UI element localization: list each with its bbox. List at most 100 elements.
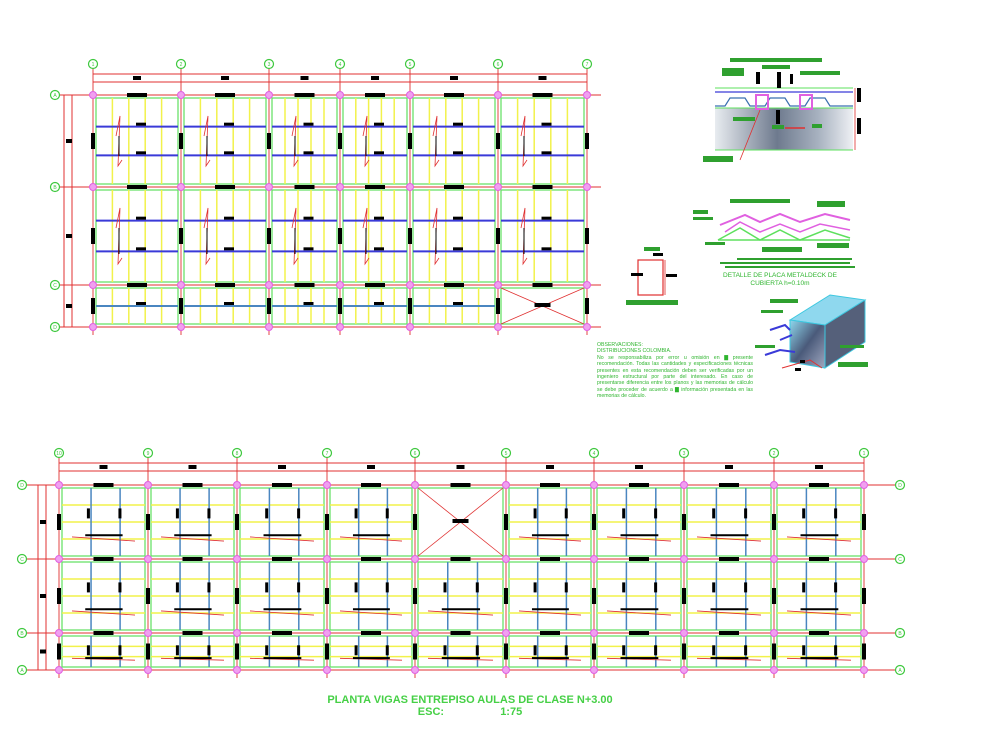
column-icon [411, 481, 419, 489]
column-beam-tag [772, 514, 776, 530]
column-icon [590, 666, 598, 674]
beam-tag [475, 645, 479, 656]
column-icon [406, 323, 414, 331]
beam-tag [453, 302, 463, 305]
beam-tag [541, 247, 552, 251]
main-beam-tag [719, 557, 739, 561]
main-beam-tag [361, 631, 381, 635]
axis-label: 6 [414, 451, 417, 457]
bay-outline [271, 97, 338, 185]
column-beam-tag [338, 228, 342, 244]
section-cut [606, 536, 672, 542]
beam-tag [352, 534, 390, 537]
axis-label: 3 [268, 62, 271, 68]
column-beam-tag [179, 228, 183, 244]
axis-label: 2 [180, 62, 183, 68]
axis-bubble-icon [16, 479, 28, 491]
bay-outline [508, 635, 592, 668]
main-beam-tag [365, 283, 385, 287]
column-beam-tag [585, 228, 589, 244]
column-beam-tag [325, 643, 329, 660]
axis-label: A [20, 668, 24, 674]
column-beam-tag [592, 514, 596, 530]
column-icon [494, 323, 502, 331]
column-icon [233, 481, 241, 489]
main-beam-tag [215, 93, 235, 97]
drawing-scale: ESC: 1:75 [300, 706, 640, 718]
axis-label: D [898, 483, 902, 489]
column-beam-tag [325, 588, 329, 604]
column-beam-tag [413, 643, 417, 660]
main-beam-tag [215, 185, 235, 189]
column-icon [144, 629, 152, 637]
column-beam-tag [57, 514, 61, 530]
dimension-tag [450, 76, 458, 80]
dimension-tag [371, 76, 379, 80]
column-beam-tag [413, 514, 417, 530]
column-beam-tag [325, 514, 329, 530]
dimension-tag [188, 465, 197, 469]
axis-bubble-icon [49, 181, 61, 193]
column-icon [89, 323, 97, 331]
dimension-tag [546, 465, 554, 469]
axis-bubble-icon [409, 447, 421, 459]
beam-tag [224, 122, 234, 126]
column-icon [177, 183, 185, 191]
drawing-title-block: PLANTA VIGAS ENTREPISO AULAS DE CLASE N+… [300, 694, 640, 718]
axis-label: 7 [586, 62, 589, 68]
column-icon [680, 629, 688, 637]
beam-tag [622, 508, 626, 519]
main-beam-tag [127, 93, 147, 97]
column-icon [770, 666, 778, 674]
column-icon [265, 323, 273, 331]
main-beam-tag [127, 283, 147, 287]
column-beam-tag [862, 514, 866, 530]
column-icon [233, 666, 241, 674]
beam-tag [263, 608, 302, 611]
column-beam-tag [408, 298, 412, 314]
beam-tag [385, 508, 389, 519]
beam-tag [441, 608, 481, 611]
beam-tag [354, 508, 358, 519]
column-beam-tag [146, 643, 150, 660]
section-cut [518, 657, 582, 661]
main-beam-tag [272, 631, 292, 635]
beam-tag [531, 608, 569, 611]
column-beam-tag [592, 643, 596, 660]
column-beam-tag [682, 588, 686, 604]
main-beam-tag [450, 483, 471, 487]
beam-tag [86, 645, 90, 656]
bay-outline [412, 97, 496, 185]
detail-label-bar [800, 71, 840, 75]
column-beam-tag [91, 133, 95, 149]
dimension-tag [815, 465, 823, 469]
section-cut [160, 657, 225, 661]
beam-tag [541, 122, 552, 126]
column-icon [265, 281, 273, 289]
column-beam-tag [413, 588, 417, 604]
main-beam-tag [93, 483, 114, 487]
beam-tag [297, 645, 301, 656]
main-beam-tag [182, 483, 203, 487]
beam-tag [118, 508, 122, 519]
beam-tag [374, 302, 384, 305]
axis-bubble-icon [49, 89, 61, 101]
beam-tag [802, 508, 806, 519]
bay-outline [776, 635, 862, 668]
main-beam-tag [444, 283, 464, 287]
beam-tag [802, 582, 806, 593]
beam-tag [175, 645, 179, 656]
beam-tag [802, 645, 806, 656]
axis-bubble-icon [581, 58, 593, 70]
main-beam-tag [450, 631, 471, 635]
section-cut [71, 536, 136, 542]
column-icon [55, 555, 63, 563]
detail-label-bar [730, 58, 822, 62]
column-beam-tag [496, 298, 500, 314]
beam-tag [175, 582, 179, 593]
dimension-tag [40, 594, 46, 598]
beam-tag [85, 534, 123, 537]
axis-bubble-icon [16, 664, 28, 676]
beam-tag [654, 582, 658, 593]
beam-tag [374, 122, 384, 126]
